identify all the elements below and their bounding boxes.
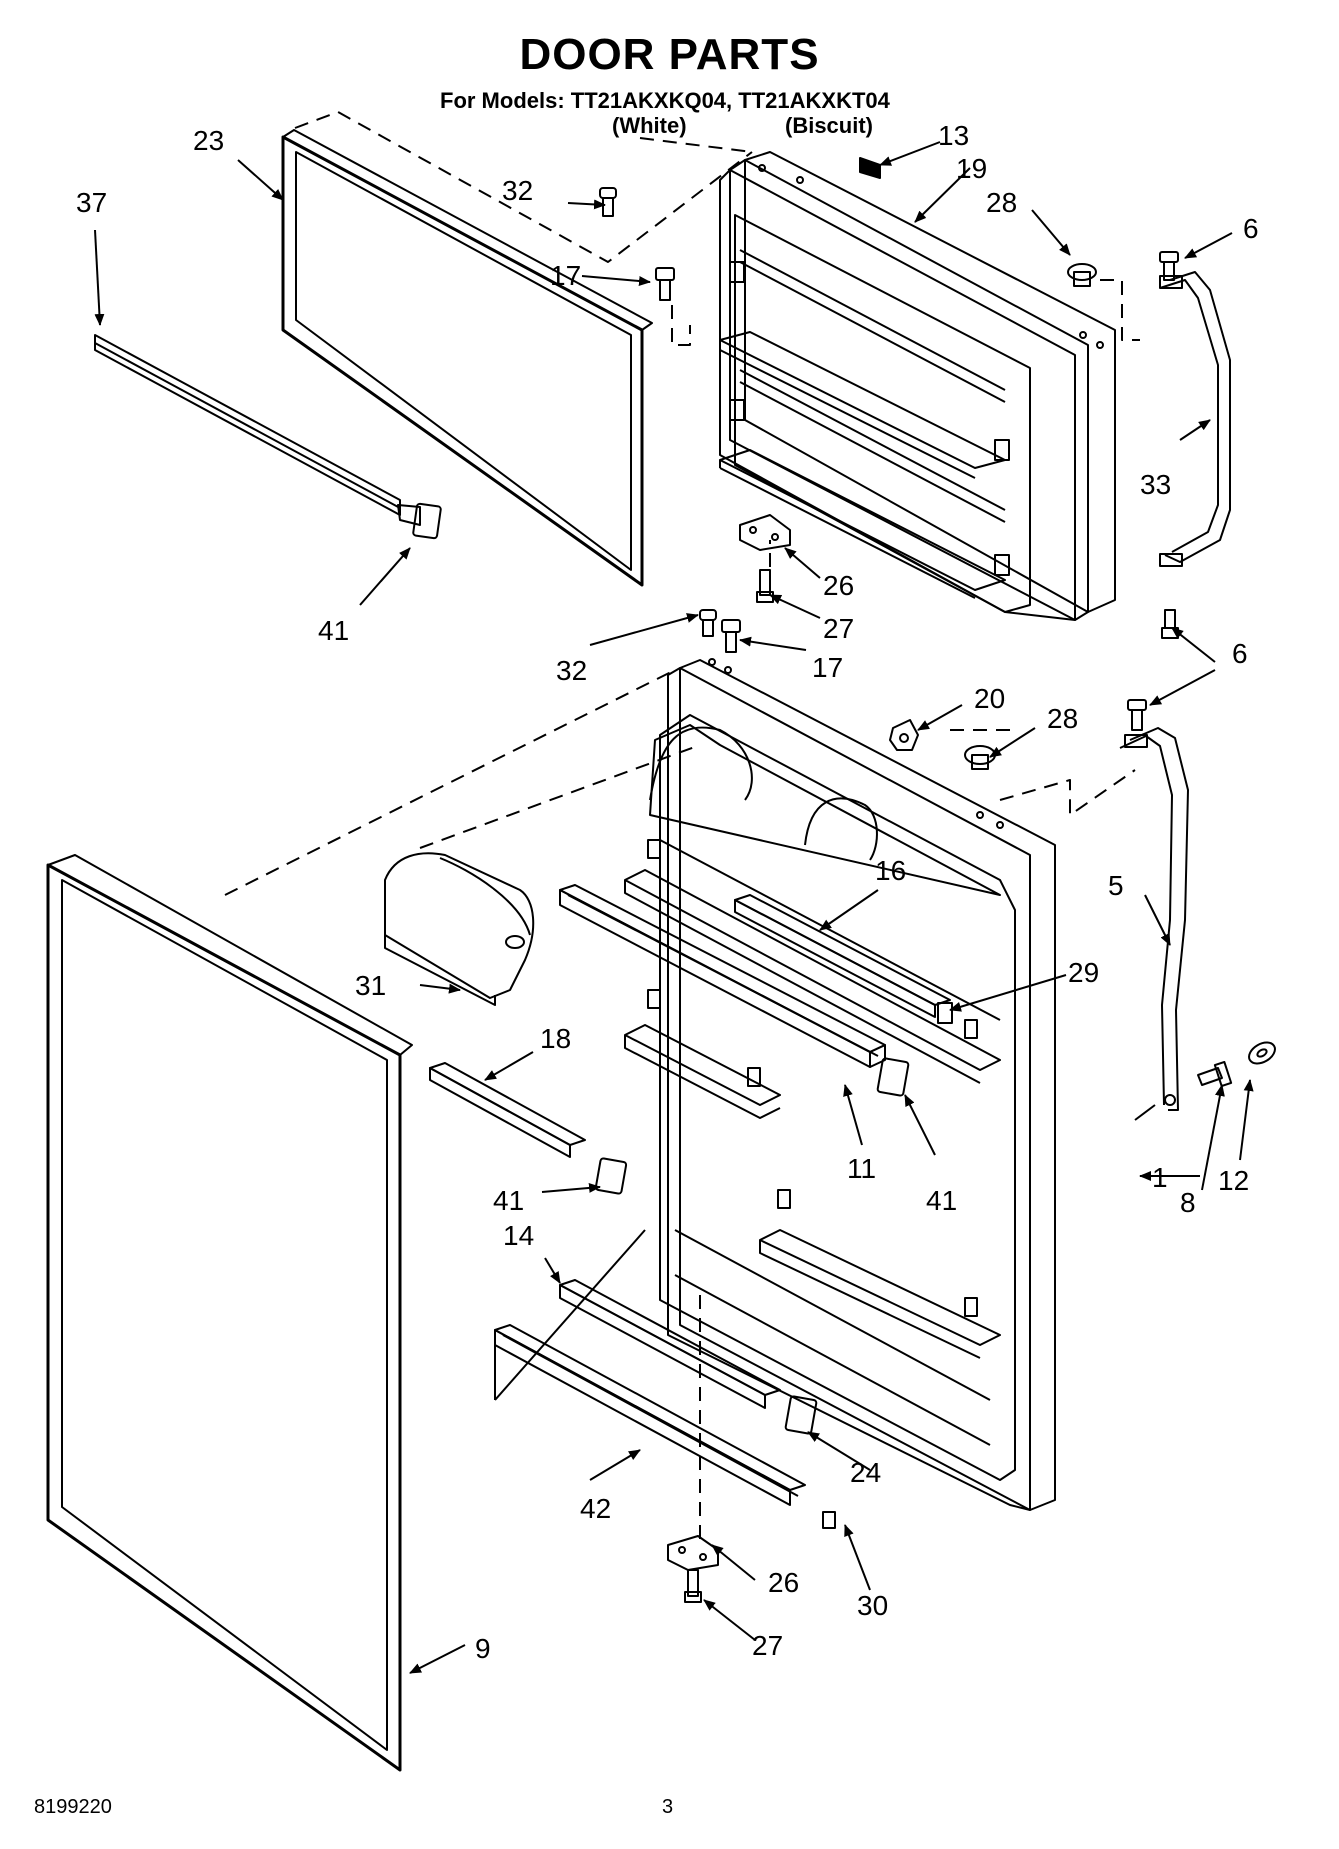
dairy-door: [384, 852, 535, 1006]
freezer-door-gasket: [281, 129, 653, 587]
callout-27-top: 27: [823, 613, 854, 644]
door-shelf-42: [494, 1229, 806, 1506]
callout-42: 42: [580, 1493, 611, 1524]
handle-screw-top: [1159, 251, 1179, 281]
callout-6-bottom: 6: [1232, 638, 1248, 669]
callout-30: 30: [857, 1590, 888, 1621]
callout-20: 20: [974, 683, 1005, 714]
callout-17-top: 17: [550, 260, 581, 291]
callout-27-bottom: 27: [752, 1630, 783, 1661]
callout-5: 5: [1108, 870, 1124, 901]
freezer-trim-end-cap: [412, 502, 442, 540]
fresh-food-door-gasket: [46, 854, 413, 1772]
callout-32-bottom: 32: [556, 655, 587, 686]
callout-33: 33: [1140, 469, 1171, 500]
callout-31: 31: [355, 970, 386, 1001]
variant-white-label: (White): [612, 113, 687, 138]
freezer-hinge-bracket: [739, 514, 791, 551]
callout-26-top: 26: [823, 570, 854, 601]
door-shelf-11: [559, 884, 886, 1068]
callout-18: 18: [540, 1023, 571, 1054]
fresh-food-door: [624, 658, 1056, 1511]
models-line: For Models: TT21AKXKQ04, TT21AKXKT04: [440, 88, 890, 113]
callout-16: 16: [875, 855, 906, 886]
callout-19: 19: [956, 153, 987, 184]
fresh-food-screw-32: [699, 609, 717, 637]
callout-arrows: [94, 141, 1254, 1674]
callout-28-top: 28: [986, 187, 1017, 218]
freezer-screw-17: [655, 267, 675, 301]
page-number: 3: [662, 1796, 674, 1818]
callout-41-right: 41: [926, 1185, 957, 1216]
document-number: 8199220: [34, 1796, 112, 1818]
freezer-trim-strip: [94, 334, 421, 526]
callout-17-bottom: 17: [812, 652, 843, 683]
callout-8: 8: [1180, 1187, 1196, 1218]
callout-6-top: 6: [1243, 213, 1259, 244]
callout-41-top: 41: [318, 615, 349, 646]
door-shelf-trim-16: [734, 894, 951, 1018]
freezer-hinge-screw: [756, 569, 774, 603]
handle-screw-8: [1197, 1060, 1233, 1088]
door-stop: [889, 719, 919, 751]
shelf-end-cap-41-right: [876, 1057, 910, 1097]
callout-23: 23: [193, 125, 224, 156]
callout-labels: 23 37 32 17 13 19 28 6 33 41 26 27 6 32 …: [76, 120, 1259, 1664]
freezer-handle: [1159, 271, 1231, 567]
freezer-screw-32: [599, 187, 617, 217]
bottom-hinge-screw: [684, 1569, 702, 1603]
alignment-lines-top: [294, 111, 1140, 590]
freezer-label-plate: [859, 157, 881, 179]
callout-37: 37: [76, 187, 107, 218]
fresh-food-handle: [1119, 727, 1189, 1121]
callout-1: 1: [1152, 1162, 1168, 1193]
shelf-end-cap-41-left: [594, 1157, 628, 1195]
callout-26-bottom: 26: [768, 1567, 799, 1598]
callout-12: 12: [1218, 1165, 1249, 1196]
handle-screw-bottom: [1161, 609, 1179, 639]
shelf-end-cap-30: [822, 1511, 836, 1529]
callout-41-left: 41: [493, 1185, 524, 1216]
callout-9: 9: [475, 1633, 491, 1664]
bottom-hinge-bracket: [667, 1535, 719, 1571]
door-shelf-trim-14: [559, 1279, 781, 1409]
fresh-food-screw-17: [721, 619, 741, 653]
fresh-handle-screw: [1127, 699, 1147, 731]
callout-13: 13: [938, 120, 969, 151]
door-shelf-trim-18: [429, 1062, 586, 1158]
shelf-end-cap-29: [937, 1002, 953, 1024]
freezer-door: [719, 151, 1116, 621]
callout-32-top: 32: [502, 175, 533, 206]
callout-28-bottom: 28: [1047, 703, 1078, 734]
handle-button-12: [1248, 1041, 1276, 1065]
callout-29: 29: [1068, 957, 1099, 988]
variant-biscuit-label: (Biscuit): [785, 113, 873, 138]
shelf-end-cap-24: [784, 1395, 818, 1435]
freezer-plug: [1067, 263, 1097, 287]
callout-14: 14: [503, 1220, 534, 1251]
callout-24: 24: [850, 1457, 881, 1488]
callout-11: 11: [847, 1153, 876, 1184]
page-title: DOOR PARTS: [519, 30, 820, 79]
alignment-lines-middle: [224, 669, 1136, 1540]
